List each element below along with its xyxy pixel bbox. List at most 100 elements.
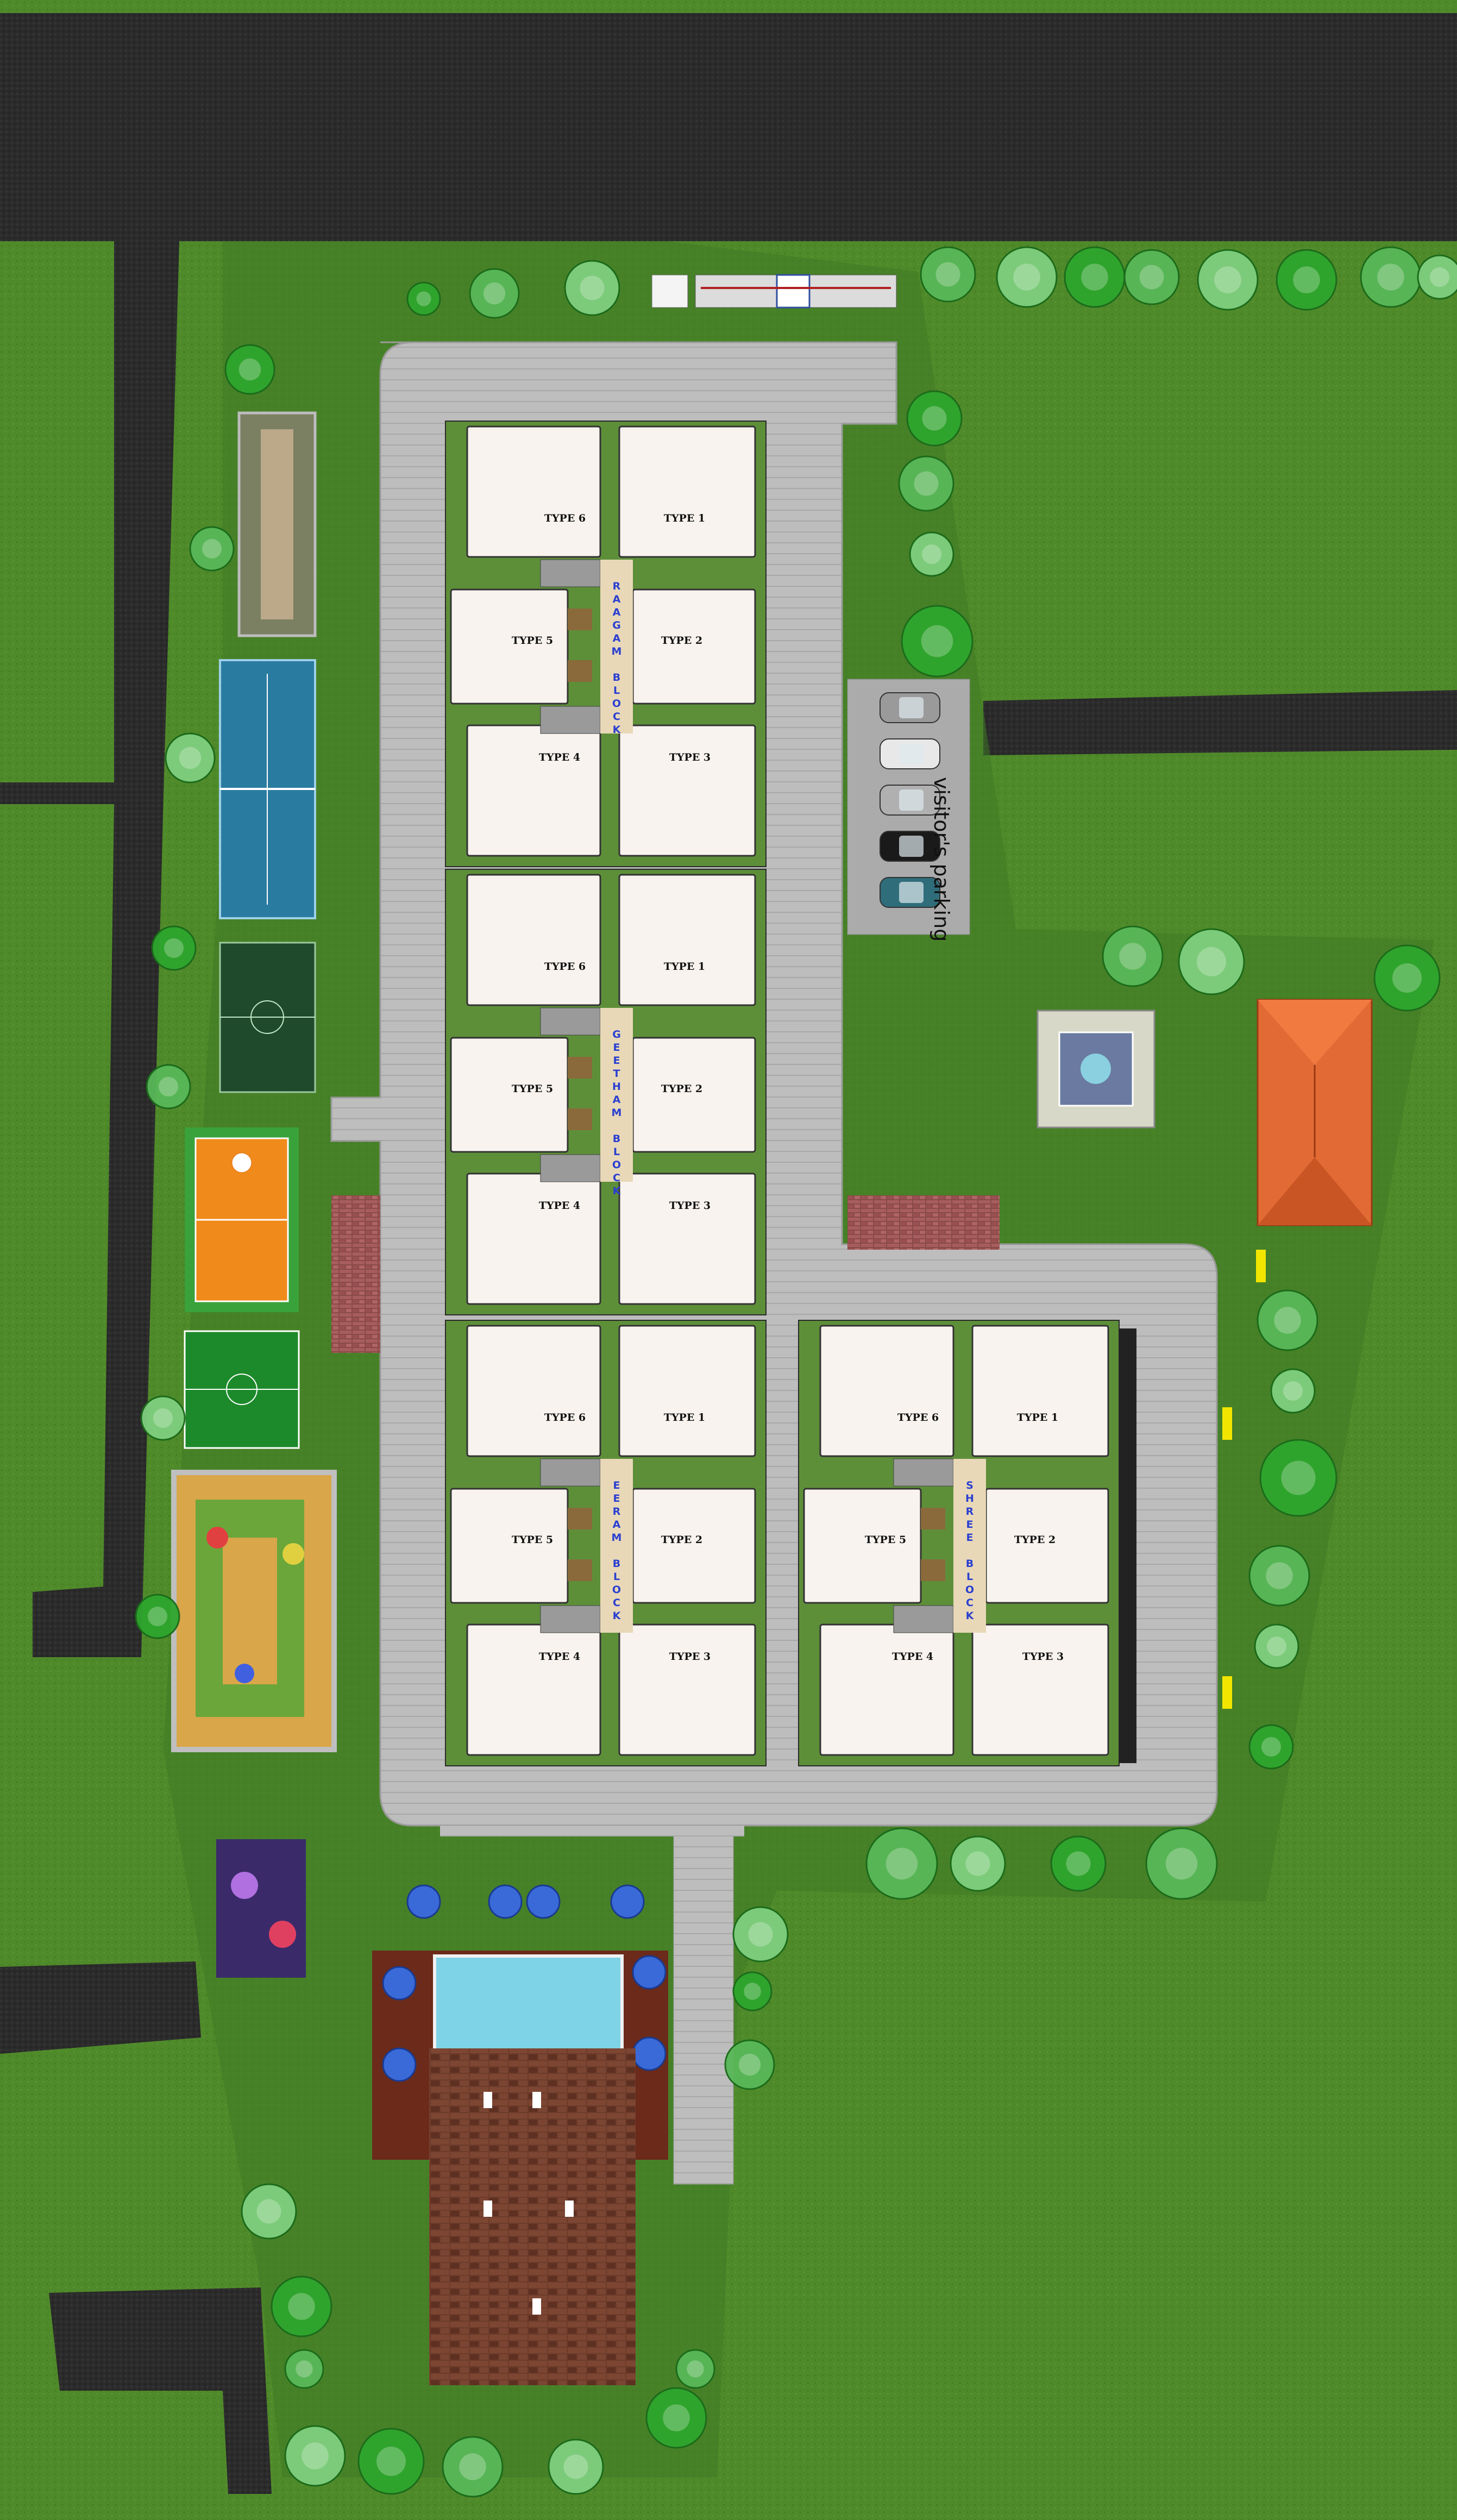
apartment-unit bbox=[971, 1623, 1109, 1756]
trees bbox=[135, 246, 1457, 2498]
apartment-unit bbox=[466, 724, 601, 857]
tree bbox=[165, 732, 216, 783]
unit-type-label: TYPE 6 bbox=[544, 512, 586, 524]
stair-core bbox=[540, 706, 601, 734]
tree-highlight bbox=[935, 262, 960, 287]
tree bbox=[284, 2425, 346, 2487]
umbrella bbox=[382, 2047, 417, 2082]
tree bbox=[357, 2428, 425, 2495]
unit-type-label: TYPE 6 bbox=[544, 961, 586, 973]
tree-highlight bbox=[1139, 265, 1164, 290]
tree bbox=[284, 2349, 324, 2389]
car-windshield bbox=[899, 697, 924, 718]
tree bbox=[406, 281, 441, 316]
car-windshield bbox=[899, 836, 924, 857]
apartment-unit bbox=[466, 1325, 601, 1457]
tree-highlight bbox=[738, 2053, 761, 2076]
play-area-path bbox=[196, 1500, 304, 1717]
umbrella bbox=[406, 1884, 441, 1919]
play-equipment bbox=[235, 1664, 254, 1683]
right-road bbox=[983, 690, 1457, 755]
apartment-unit bbox=[618, 1325, 756, 1457]
unit-type-label: TYPE 1 bbox=[1017, 1412, 1058, 1424]
tree-highlight bbox=[922, 406, 947, 431]
unit-type-label: TYPE 3 bbox=[669, 751, 711, 763]
walkway-connector bbox=[440, 1826, 744, 1836]
tree-highlight bbox=[1119, 943, 1146, 970]
lift bbox=[921, 1508, 945, 1529]
unit-type-label: TYPE 3 bbox=[669, 1200, 711, 1212]
apartment-unit bbox=[618, 1623, 756, 1756]
tree-highlight bbox=[1165, 1847, 1198, 1880]
umbrella bbox=[526, 1884, 561, 1919]
football-centre-circle bbox=[226, 1374, 258, 1405]
tree-highlight bbox=[1430, 267, 1449, 287]
car-windshield bbox=[899, 743, 924, 764]
umbrella bbox=[632, 2036, 667, 2071]
unit-type-label: TYPE 6 bbox=[897, 1412, 939, 1424]
apartment-unit bbox=[819, 1623, 954, 1756]
tree bbox=[442, 2436, 504, 2498]
unit-type-label: TYPE 5 bbox=[865, 1534, 906, 1546]
unit-type-label: TYPE 4 bbox=[539, 1200, 580, 1212]
tree-highlight bbox=[914, 471, 939, 496]
tree-highlight bbox=[376, 2447, 406, 2476]
lift bbox=[568, 1108, 592, 1130]
tree bbox=[1270, 1368, 1316, 1414]
tree-highlight bbox=[148, 1607, 167, 1626]
car-windshield bbox=[899, 882, 924, 903]
lift bbox=[568, 1508, 592, 1529]
pool-umbrellas bbox=[382, 1884, 667, 2082]
ramp-left bbox=[331, 1195, 380, 1353]
apartment-unit bbox=[632, 1037, 756, 1153]
ramp-right bbox=[847, 1195, 1000, 1250]
apartment-unit bbox=[450, 1037, 569, 1153]
tree bbox=[950, 1835, 1006, 1892]
party-light bbox=[231, 1872, 258, 1899]
tree bbox=[732, 1906, 789, 1963]
bottom-road bbox=[49, 2287, 272, 2494]
unit-type-label: TYPE 2 bbox=[1014, 1534, 1056, 1546]
apartment-unit bbox=[985, 1488, 1109, 1604]
marker bbox=[1222, 1407, 1232, 1440]
tree-highlight bbox=[296, 2360, 313, 2378]
tree bbox=[675, 2349, 715, 2389]
tree-highlight bbox=[965, 1851, 990, 1876]
stair-core bbox=[540, 559, 601, 587]
party-light bbox=[269, 1921, 296, 1948]
stair-core bbox=[540, 1007, 601, 1036]
tree bbox=[909, 531, 954, 577]
tree bbox=[724, 2039, 775, 2090]
tree bbox=[224, 344, 275, 395]
tree-highlight bbox=[921, 625, 953, 657]
volleyball-icon bbox=[231, 1152, 252, 1173]
unit-type-label: TYPE 5 bbox=[512, 1083, 553, 1095]
unit-type-label: TYPE 1 bbox=[664, 961, 705, 973]
tree bbox=[1248, 1545, 1310, 1607]
block-lobby bbox=[953, 1459, 986, 1633]
tree bbox=[1197, 249, 1259, 311]
tree-highlight bbox=[580, 275, 605, 300]
stair-core bbox=[540, 1154, 601, 1182]
apartment-unit bbox=[450, 1488, 569, 1604]
tree-highlight bbox=[302, 2442, 329, 2469]
unit-type-label: TYPE 2 bbox=[661, 1534, 702, 1546]
tree bbox=[1248, 1724, 1294, 1770]
tree bbox=[732, 1971, 773, 2011]
apartment-unit bbox=[466, 1623, 601, 1756]
apartment-unit bbox=[819, 1325, 954, 1457]
tree-highlight bbox=[563, 2454, 588, 2479]
tree-highlight bbox=[159, 1077, 178, 1096]
apartment-unit bbox=[466, 425, 601, 558]
stair-core bbox=[540, 1605, 601, 1633]
tree-highlight bbox=[1267, 1637, 1286, 1656]
tree-highlight bbox=[1377, 264, 1404, 291]
tree-highlight bbox=[288, 2293, 315, 2320]
unit-type-label: TYPE 4 bbox=[539, 751, 580, 763]
tree bbox=[1373, 944, 1441, 1012]
